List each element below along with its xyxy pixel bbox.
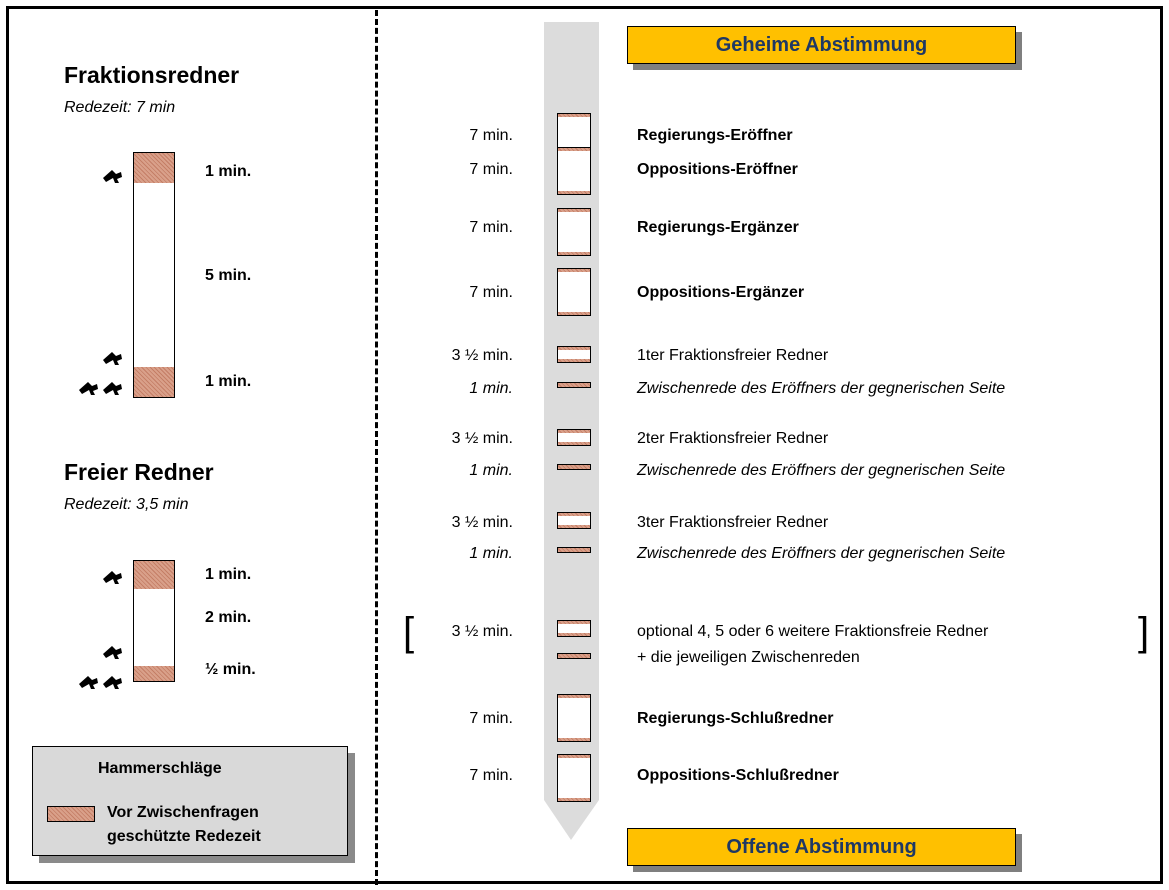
zwischenrede-block xyxy=(557,547,591,553)
zwischenrede-block xyxy=(557,382,591,388)
speaker-block xyxy=(557,147,591,195)
entry-time: 7 min. xyxy=(469,767,513,784)
speaker-block-small xyxy=(557,512,591,529)
freier-label-top: 1 min. xyxy=(205,566,252,583)
entry-label: 1ter Fraktionsfreier Redner xyxy=(637,347,829,364)
entry-label: Oppositions-Schlußredner xyxy=(637,767,839,784)
speaker-block-small xyxy=(557,346,591,363)
zwischenrede-block xyxy=(557,653,591,659)
left-bracket: [ xyxy=(403,610,415,654)
bottom-banner: Offene Abstimmung xyxy=(627,828,1016,866)
entry-label: Regierungs-Eröffner xyxy=(637,127,793,144)
entry-label: 2ter Fraktionsfreier Redner xyxy=(637,430,829,447)
fraktionsredner-subtitle: Redezeit: 7 min xyxy=(64,99,176,116)
fraktionsredner-title: Fraktionsredner xyxy=(64,62,240,88)
zwischenrede-block xyxy=(557,464,591,470)
speaker-block xyxy=(557,754,591,802)
entry-sub-time: 1 min. xyxy=(469,462,513,479)
speaker-block xyxy=(557,268,591,316)
entry-sub-time: 1 min. xyxy=(469,380,513,397)
freier-redner-bar xyxy=(133,560,175,682)
entry-time: 7 min. xyxy=(469,127,513,144)
protected-time-bottom xyxy=(134,666,174,681)
fraktion-label-top: 1 min. xyxy=(205,163,252,180)
entry-sub-time: 1 min. xyxy=(469,545,513,562)
speaker-block-small xyxy=(557,620,591,637)
legend-protected-swatch xyxy=(47,806,95,822)
entry-time: 7 min. xyxy=(469,710,513,727)
entry-label: optional 4, 5 oder 6 weitere Fraktionsfr… xyxy=(637,623,989,640)
speaker-block xyxy=(557,208,591,256)
entry-label: Regierungs-Ergänzer xyxy=(637,219,799,236)
entry-label: Oppositions-Ergänzer xyxy=(637,284,805,301)
top-banner: Geheime Abstimmung xyxy=(627,26,1016,64)
fraktion-label-bottom: 1 min. xyxy=(205,373,252,390)
entry-sub-label: + die jeweiligen Zwischenreden xyxy=(637,649,860,666)
legend-protected-line1: Vor Zwischenfragen xyxy=(107,804,259,821)
legend-hammer-label: Hammerschläge xyxy=(98,760,222,777)
freier-redner-title: Freier Redner xyxy=(64,459,214,485)
fraktionsredner-bar xyxy=(133,152,175,398)
entry-time: 7 min. xyxy=(469,219,513,236)
dashed-divider xyxy=(375,10,378,885)
entry-time: 3 ½ min. xyxy=(451,514,513,531)
freier-label-bottom: ½ min. xyxy=(205,661,256,678)
entry-sub-label: Zwischenrede des Eröffners der gegnerisc… xyxy=(637,462,1006,479)
protected-time-bottom xyxy=(134,367,174,397)
entry-label: Oppositions-Eröffner xyxy=(637,161,798,178)
protected-time-top xyxy=(134,561,174,589)
entry-time: 3 ½ min. xyxy=(451,430,513,447)
fraktion-label-middle: 5 min. xyxy=(205,267,252,284)
entry-time: 7 min. xyxy=(469,284,513,301)
diagram-frame xyxy=(6,6,1163,884)
speaker-block xyxy=(557,694,591,742)
entry-time: 3 ½ min. xyxy=(451,347,513,364)
legend-box xyxy=(32,746,348,856)
entry-label: 3ter Fraktionsfreier Redner xyxy=(637,514,829,531)
right-bracket: ] xyxy=(1138,610,1150,654)
protected-time-top xyxy=(134,153,174,183)
freier-redner-subtitle: Redezeit: 3,5 min xyxy=(64,496,189,513)
freier-label-middle: 2 min. xyxy=(205,609,252,626)
entry-sub-label: Zwischenrede des Eröffners der gegnerisc… xyxy=(637,380,1006,397)
entry-time: 3 ½ min. xyxy=(451,623,513,640)
speaker-block-small xyxy=(557,429,591,446)
legend-protected-line2: geschützte Redezeit xyxy=(107,828,261,845)
entry-sub-label: Zwischenrede des Eröffners der gegnerisc… xyxy=(637,545,1006,562)
entry-label: Regierungs-Schlußredner xyxy=(637,710,834,727)
entry-time: 7 min. xyxy=(469,161,513,178)
